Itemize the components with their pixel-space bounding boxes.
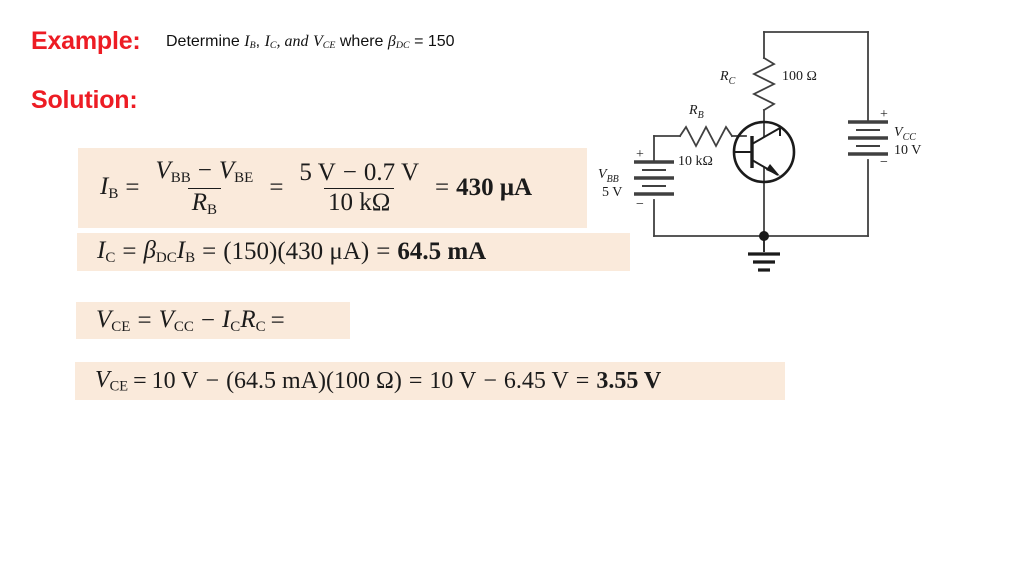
example-label: Example: [31, 27, 141, 55]
eq-vcef-vcc: VCC [158, 305, 194, 335]
resistor-rb-symbol [678, 125, 734, 148]
prompt-mid: where [339, 33, 384, 50]
eq-ic-ib: IB [176, 237, 196, 266]
eq-vcev-lhs: VCE [95, 366, 129, 395]
eq-vcef-minus: − [200, 306, 215, 334]
resistor-rc-symbol [751, 56, 777, 112]
eq-vcef-rc: RC [240, 305, 266, 335]
eq-ib-fraction-1: VBB−VBE RB [151, 157, 257, 219]
prompt-beta-value: 150 [427, 33, 455, 50]
eq-vcef-trailing-equals: = [270, 306, 285, 334]
label-vcc-minus: − [880, 155, 888, 170]
eq-ic-result: 64.5 mA [397, 238, 487, 265]
label-rc-value: 100 Ω [782, 69, 817, 84]
prompt-var-ib: IB [244, 33, 256, 52]
eq-vcev-result: 3.55 V [596, 367, 662, 394]
eq-ic-beta: βDC [143, 237, 177, 266]
eq-vcev-equals-1: = [133, 367, 147, 394]
eq-vcev-equals-2: = [408, 367, 423, 394]
eq-vcev-term-4: 6.45 V [503, 367, 569, 394]
equation-vce-value: VCE = 10 V − (64.5 mA)(100 Ω) = 10 V − 6… [75, 362, 785, 400]
eq-vcev-minus-2: − [483, 367, 497, 394]
eq-vcev-minus-1: − [205, 367, 220, 394]
transistor-npn-symbol [732, 120, 796, 184]
eq-ib-lhs: IB [100, 173, 119, 202]
ground-symbol [748, 236, 780, 272]
label-rc: RC [719, 69, 736, 87]
prompt-var-ic: IC [264, 33, 277, 52]
eq-ib-equals-1: = [125, 174, 140, 201]
eq-vcef-lhs: VCE [96, 305, 131, 335]
prompt-beta: βDC [387, 33, 410, 52]
prompt-var-vce: VCE [312, 33, 336, 52]
eq-vcef-equals-1: = [137, 306, 152, 334]
prompt-sep-1: , [255, 33, 261, 50]
eq-vcef-ic: IC [221, 305, 241, 335]
eq-ic-equals-2: = [202, 238, 217, 265]
eq-ib-numerator-2: 5 V−0.7 V [299, 159, 419, 187]
label-vcc: VCC [894, 125, 916, 143]
battery-vbb-symbol [634, 160, 674, 196]
label-vbb-value: 5 V [602, 185, 622, 200]
solution-label: Solution: [31, 86, 138, 114]
label-vbb-minus: − [636, 197, 644, 212]
label-vbb: VBB [598, 167, 619, 185]
prompt-sep-2: , and [276, 33, 309, 50]
eq-ib-numerator-1: VBB−VBE [155, 157, 254, 186]
battery-vcc-symbol [848, 120, 888, 156]
label-rb-value: 10 kΩ [678, 154, 713, 169]
eq-ib-denominator-1: RB [187, 187, 222, 219]
prompt-equals: = [414, 33, 424, 50]
eq-vcev-term-3: 10 V [429, 367, 477, 394]
eq-ic-equals-1: = [122, 238, 137, 265]
label-rb: RB [688, 103, 704, 121]
eq-ic-equals-3: = [376, 238, 391, 265]
eq-ic-lhs: IC [97, 237, 116, 266]
eq-ib-equals-3: = [435, 174, 450, 201]
prompt-lead: Determine [166, 33, 240, 50]
circuit-diagram: RC 100 Ω RB 10 kΩ VBB 5 V + − VCC 10 V +… [596, 8, 936, 288]
eq-vcev-term-1: 10 V [151, 367, 199, 394]
eq-ib-equals-2: = [269, 174, 284, 201]
problem-statement: Determine IB, IC, and VCE where βDC = 15… [166, 33, 455, 51]
emitter-arrow [766, 164, 780, 176]
eq-vcev-equals-3: = [575, 367, 590, 394]
label-vcc-value: 10 V [894, 143, 921, 158]
eq-ic-term: (150)(430 μA) [223, 238, 370, 265]
equation-ib: IB = VBB−VBE RB = 5 V−0.7 V 10 kΩ = 430 … [78, 148, 587, 228]
label-vbb-plus: + [636, 147, 644, 162]
eq-ib-fraction-2: 5 V−0.7 V 10 kΩ [295, 160, 423, 216]
eq-vcev-term-2: (64.5 mA)(100 Ω) [226, 367, 402, 394]
eq-ib-denominator-2: 10 kΩ [324, 187, 395, 216]
eq-ib-result: 430 μA [456, 174, 533, 201]
label-vcc-plus: + [880, 107, 888, 122]
